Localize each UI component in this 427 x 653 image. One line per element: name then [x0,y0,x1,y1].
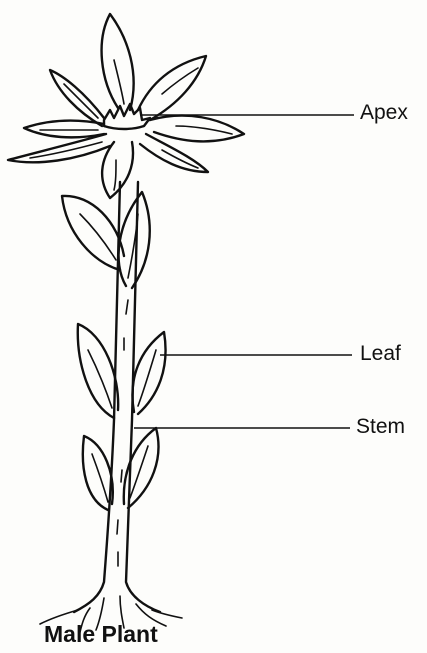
apex-leaf-upper-right [138,56,206,120]
apex-crown [104,104,150,129]
label-apex: Apex [360,101,408,125]
apex-leaf-top [102,14,134,110]
apex-leaf-lower-center [102,142,133,198]
apex-leaf-right [150,116,244,142]
stem-leaves [62,192,166,510]
stem-left-edge [74,182,120,612]
label-leaf: Leaf [360,342,401,366]
apex-leaf-lower-right [140,134,208,172]
apex-leaf-left [24,121,104,138]
apex-rosette [8,14,244,198]
stem-right-edge [126,182,160,612]
label-stem: Stem [356,415,405,439]
apex-leaf-far-left [8,134,110,162]
caption-male-plant: Male Plant [44,621,158,648]
stem-leaf-lower-left [83,436,113,510]
